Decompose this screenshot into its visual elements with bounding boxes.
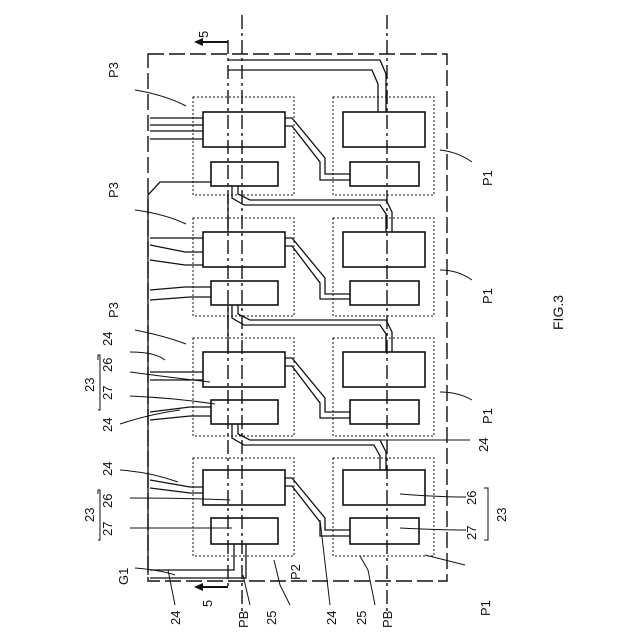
- label-p2: P2: [288, 564, 303, 580]
- label-24: 24: [168, 611, 183, 625]
- label-24: 24: [100, 418, 115, 432]
- label-g1: G1: [116, 568, 131, 585]
- label-p3: P3: [106, 62, 121, 78]
- label-p1: P1: [480, 408, 495, 424]
- label-27: 27: [100, 522, 115, 536]
- unit-outlines: [193, 97, 434, 556]
- section-mark-top: 5: [196, 31, 211, 38]
- label-23: 23: [82, 508, 97, 522]
- label-25: 25: [354, 611, 369, 625]
- label-23: 23: [82, 378, 97, 392]
- label-26: 26: [464, 491, 479, 505]
- label-p1: P1: [478, 600, 493, 616]
- arrowhead: [194, 38, 203, 46]
- label-27: 27: [464, 526, 479, 540]
- label-p3: P3: [106, 182, 121, 198]
- section-mark-bottom: 5: [200, 600, 215, 607]
- conductors: [148, 60, 392, 578]
- label-24: 24: [100, 332, 115, 346]
- arrowhead: [194, 583, 203, 591]
- label-23: 23: [494, 508, 509, 522]
- label-24: 24: [100, 462, 115, 476]
- label-p3: P3: [106, 302, 121, 318]
- label-25: 25: [264, 611, 279, 625]
- label-26: 26: [100, 494, 115, 508]
- label-26: 26: [100, 358, 115, 372]
- brackets: [98, 355, 488, 540]
- figure-label: FIG.3: [550, 295, 566, 330]
- label-27: 27: [100, 386, 115, 400]
- label-24: 24: [324, 611, 339, 625]
- elements: [203, 112, 425, 544]
- label-24: 24: [476, 438, 491, 452]
- label-p1: P1: [480, 170, 495, 186]
- label-p1: P1: [480, 288, 495, 304]
- label-pb: PB: [380, 611, 395, 628]
- label-pb: PB: [236, 611, 251, 628]
